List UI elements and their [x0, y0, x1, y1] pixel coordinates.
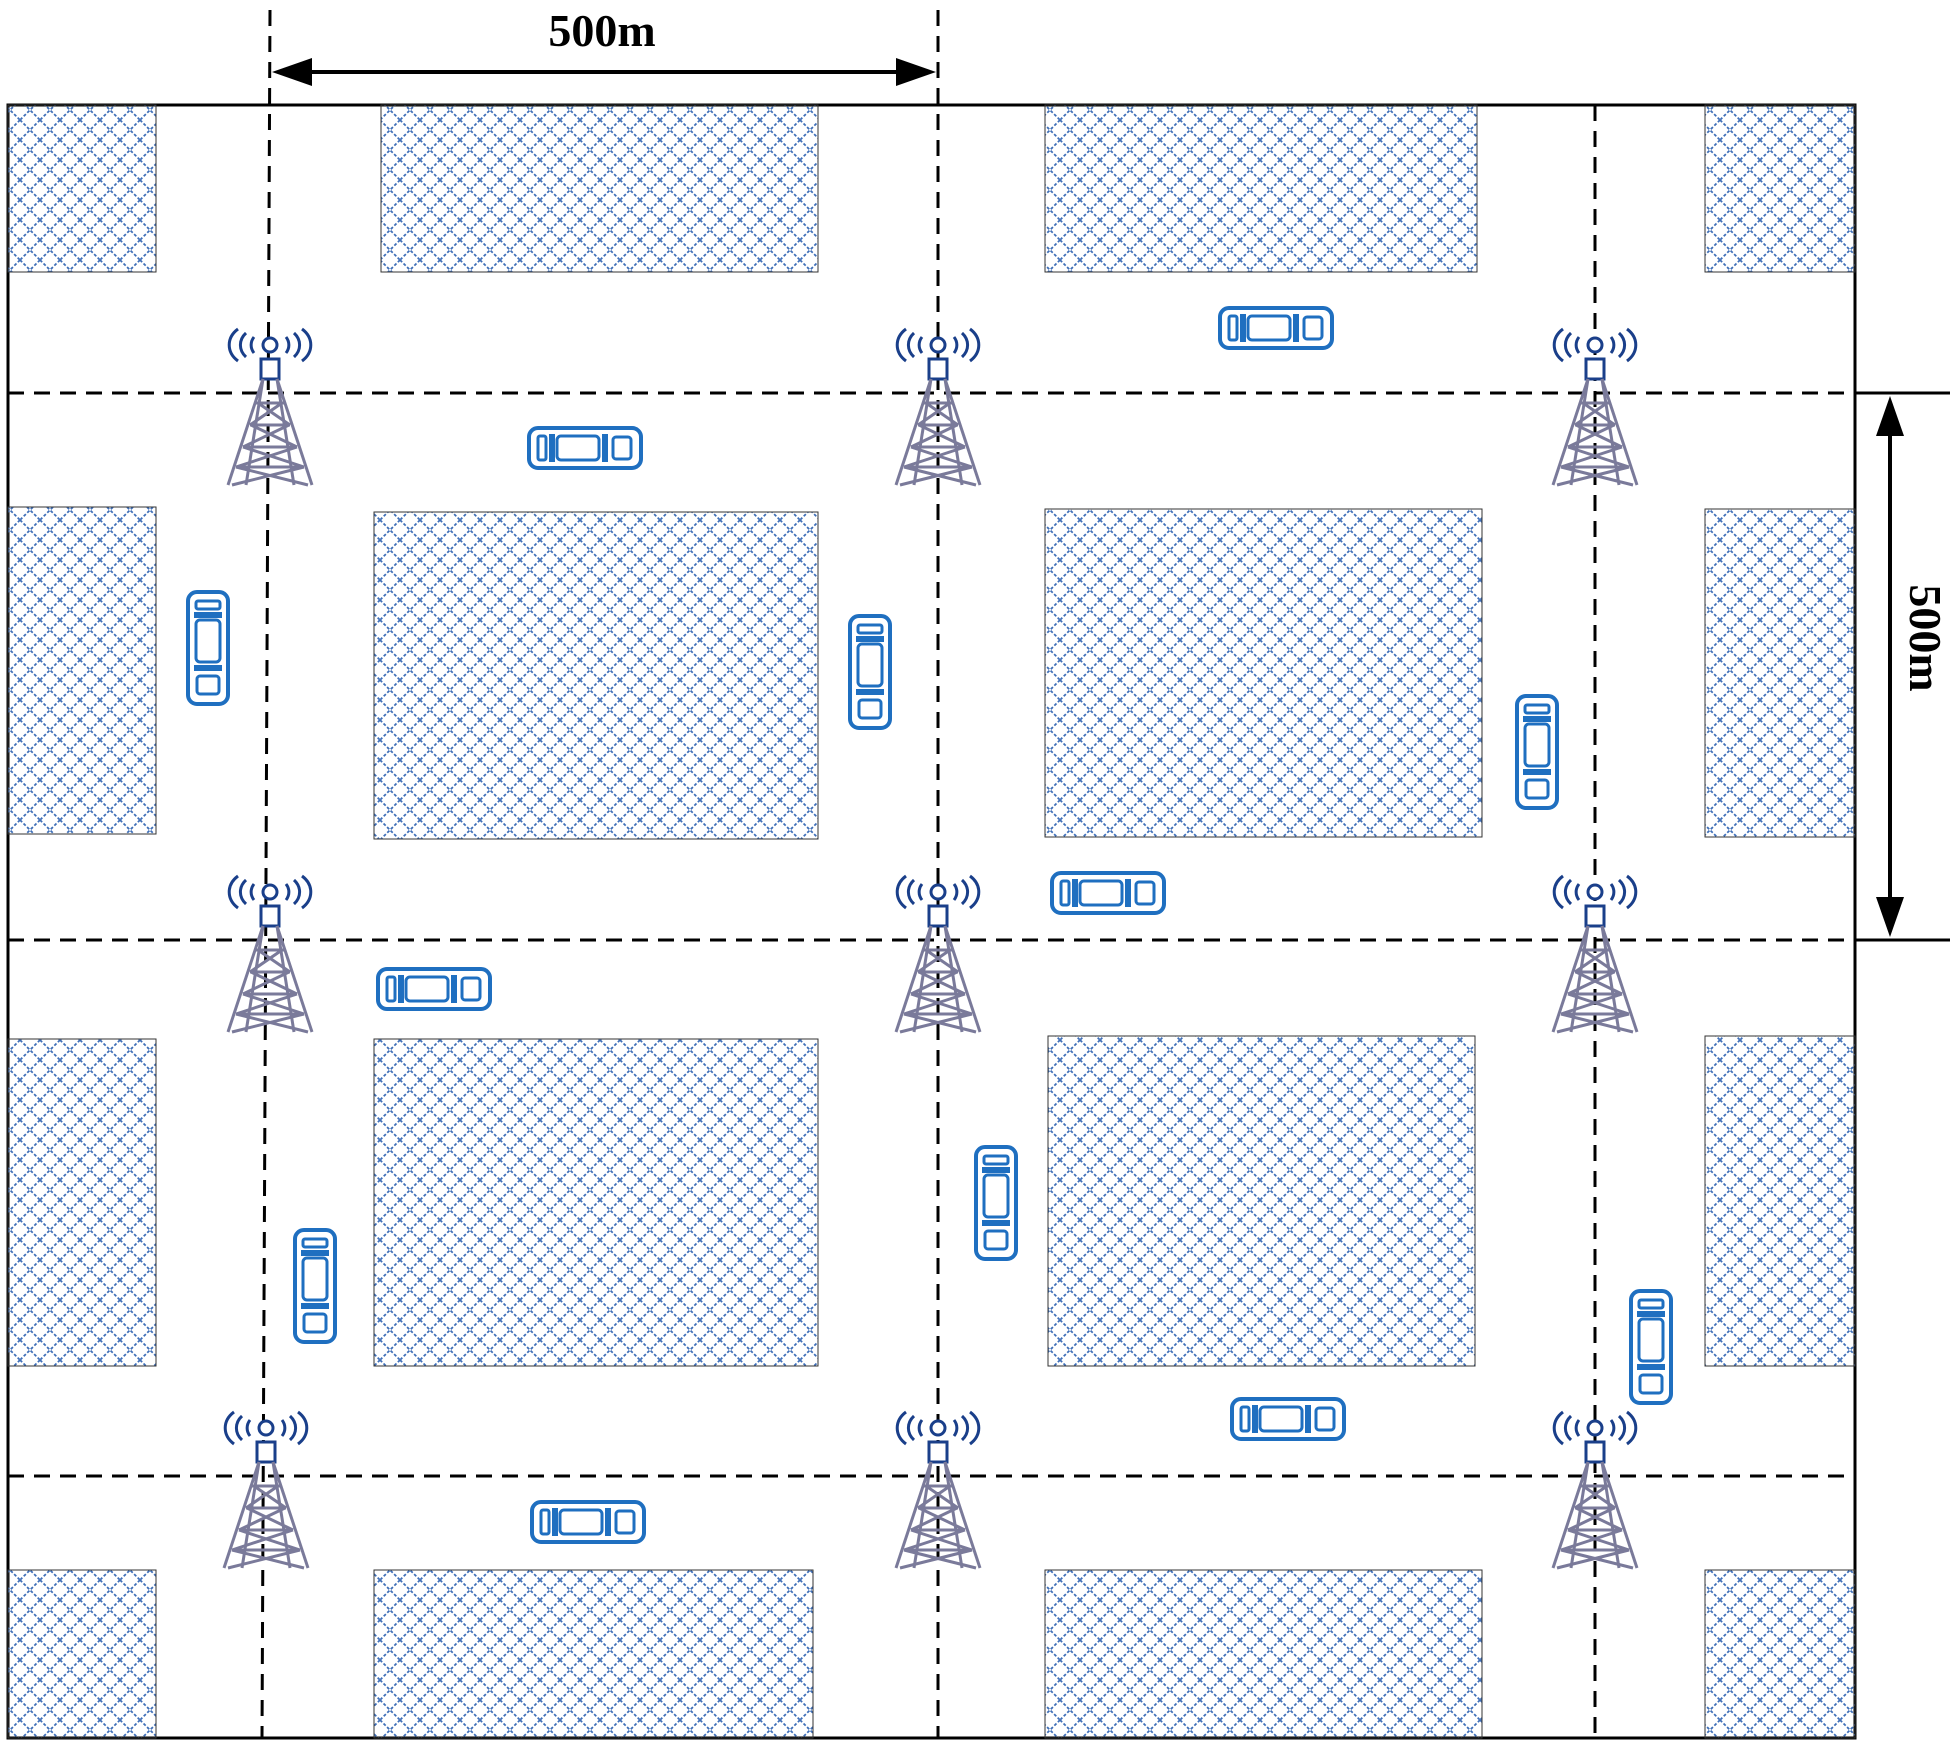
car-icon	[1515, 694, 1559, 810]
car-icon	[1629, 1289, 1673, 1405]
building-block	[7, 1569, 157, 1739]
car-icon	[974, 1145, 1018, 1261]
building-block	[380, 104, 819, 273]
building-blocks	[7, 104, 1856, 1739]
car-icon	[527, 426, 643, 470]
building-block	[7, 1038, 157, 1367]
car-icon	[1230, 1397, 1346, 1441]
building-block	[373, 1569, 814, 1739]
horizontal-spacing-label: 500m	[548, 5, 655, 56]
arrow-head-right-icon	[896, 58, 936, 86]
building-block	[1044, 508, 1483, 838]
car-icon	[530, 1500, 646, 1544]
building-block	[373, 511, 819, 840]
car-icon	[293, 1228, 337, 1344]
building-block	[1044, 104, 1478, 273]
building-block	[1704, 104, 1856, 273]
arrow-head-up-icon	[1876, 396, 1904, 436]
building-block	[1044, 1569, 1483, 1739]
building-block	[1704, 1035, 1856, 1367]
building-block	[7, 506, 157, 835]
car-icon	[186, 590, 230, 706]
building-block	[373, 1038, 819, 1367]
vertical-dimension: 500m	[1876, 396, 1951, 937]
car-icon	[376, 967, 492, 1011]
horizontal-dimension: 500m	[272, 5, 936, 86]
building-block	[1704, 508, 1856, 838]
car-icon	[1050, 871, 1166, 915]
car-icon	[1218, 306, 1334, 350]
arrow-head-left-icon	[272, 58, 312, 86]
building-block	[1704, 1569, 1856, 1739]
building-block	[7, 104, 157, 273]
building-block	[1047, 1035, 1476, 1367]
arrow-head-down-icon	[1876, 897, 1904, 937]
vertical-spacing-label: 500m	[1900, 584, 1951, 691]
car-icon	[848, 614, 892, 730]
